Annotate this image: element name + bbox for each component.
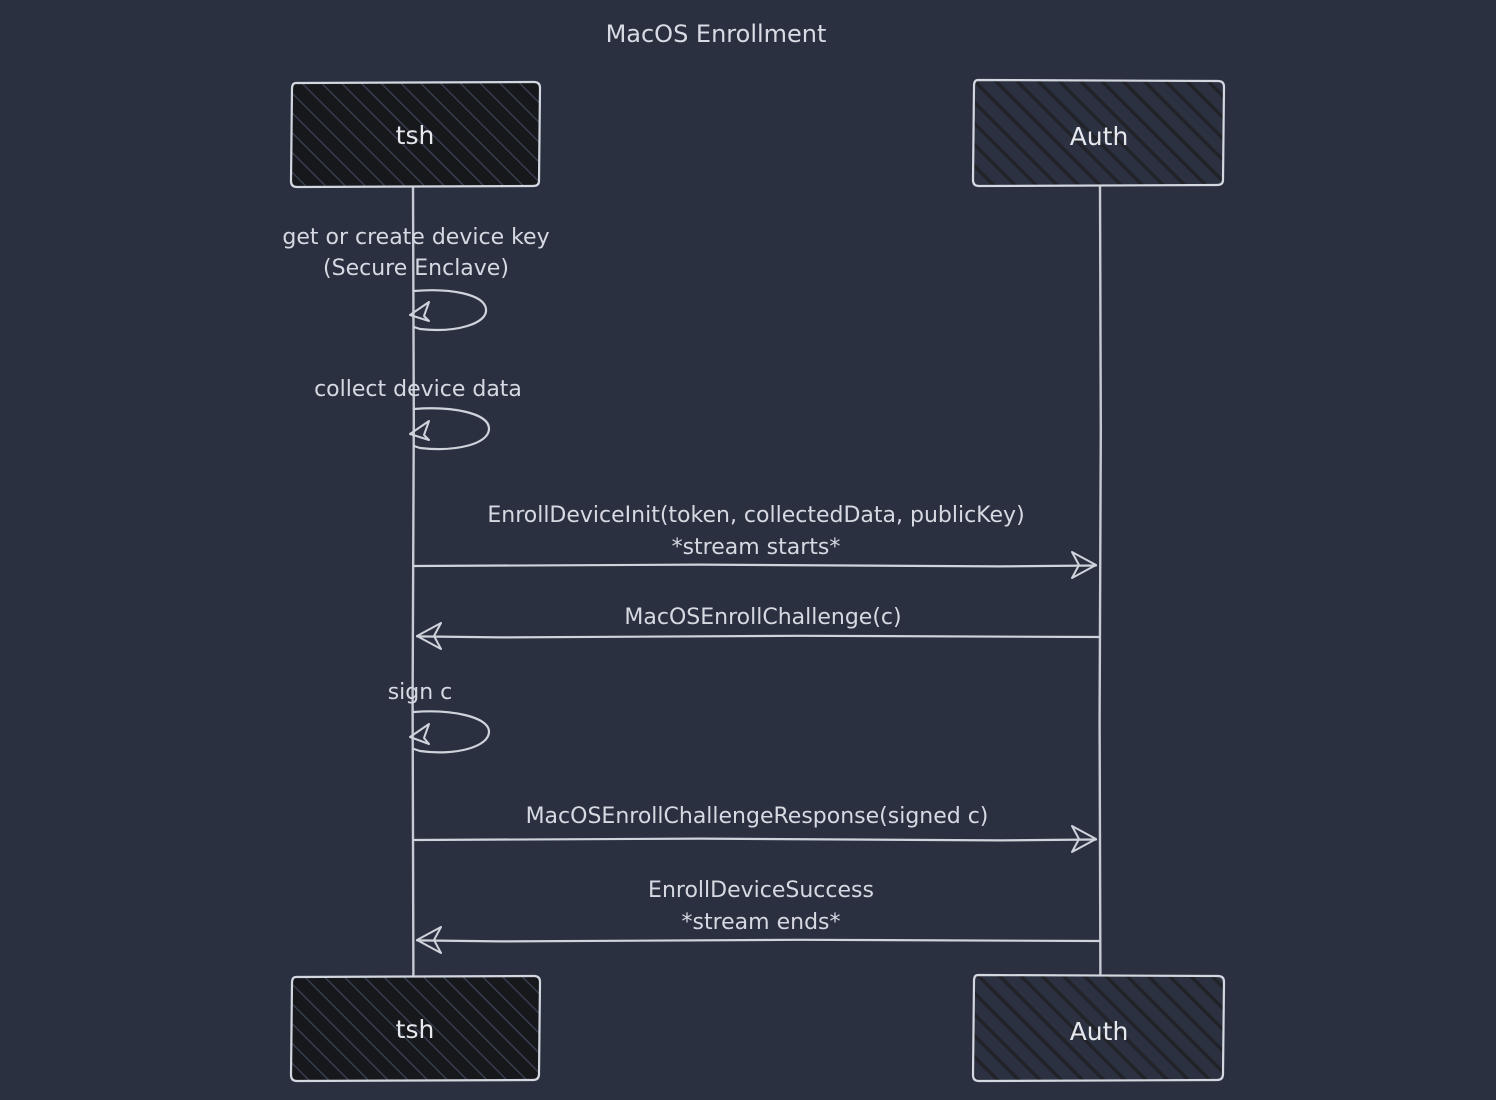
page-title: MacOS Enrollment: [606, 20, 827, 48]
message-5-arrowhead: [409, 723, 430, 745]
actor-label-auth-bottom: Auth: [1070, 1017, 1129, 1046]
message-7-enroll-device-success[interactable]: EnrollDeviceSuccess *stream ends*: [415, 878, 1101, 954]
actor-label-auth: Auth: [1070, 122, 1129, 151]
message-2-label-line-1: collect device data: [314, 377, 522, 402]
message-5-self-loop: [412, 710, 491, 754]
actor-box-auth-bottom[interactable]: Auth: [971, 973, 1226, 1083]
message-7-line: [415, 938, 1101, 943]
message-6-macos-enroll-challenge-response[interactable]: MacOSEnrollChallengeResponse(signed c): [412, 804, 1098, 853]
message-7-label-line-2: *stream ends*: [682, 910, 841, 935]
message-2-arrowhead: [409, 420, 430, 441]
lifeline-auth: [1098, 184, 1103, 980]
message-4-arrowhead: [416, 622, 442, 650]
message-5-label-line-1: sign c: [388, 680, 453, 705]
message-6-line: [412, 837, 1098, 842]
actor-box-auth-top[interactable]: Auth: [971, 78, 1226, 188]
message-6-arrowhead: [1071, 825, 1097, 853]
actor-box-tsh-bottom[interactable]: tsh: [289, 974, 542, 1083]
message-4-macos-enroll-challenge[interactable]: MacOSEnrollChallenge(c): [415, 605, 1101, 650]
message-4-line: [415, 634, 1101, 639]
message-3-enroll-device-init[interactable]: EnrollDeviceInit(token, collectedData, p…: [412, 503, 1098, 579]
message-1-label-line-1: get or create device key: [282, 225, 549, 250]
message-1-arrowhead: [409, 301, 430, 322]
message-1-label-line-2: (Secure Enclave): [323, 256, 509, 281]
message-3-label-line-2: *stream starts*: [672, 535, 841, 560]
message-7-label-line-1: EnrollDeviceSuccess: [648, 878, 874, 903]
message-1-get-or-create-device-key[interactable]: get or create device key (Secure Enclave…: [282, 225, 550, 331]
message-3-label-line-1: EnrollDeviceInit(token, collectedData, p…: [487, 503, 1024, 528]
message-2-collect-device-data[interactable]: collect device data: [314, 377, 522, 451]
message-2-self-loop: [412, 407, 491, 451]
actor-label-tsh-bottom: tsh: [396, 1015, 435, 1044]
message-1-self-loop: [412, 289, 488, 331]
message-5-sign-c[interactable]: sign c: [388, 680, 491, 754]
actor-label-tsh: tsh: [396, 121, 435, 150]
actor-box-tsh-top[interactable]: tsh: [289, 80, 542, 189]
message-7-arrowhead: [416, 926, 442, 954]
message-3-line: [412, 563, 1098, 568]
message-3-arrowhead: [1071, 551, 1097, 579]
lifeline-tsh: [411, 184, 416, 980]
message-6-label-line-1: MacOSEnrollChallengeResponse(signed c): [526, 804, 989, 829]
message-4-label-line-1: MacOSEnrollChallenge(c): [624, 605, 901, 630]
